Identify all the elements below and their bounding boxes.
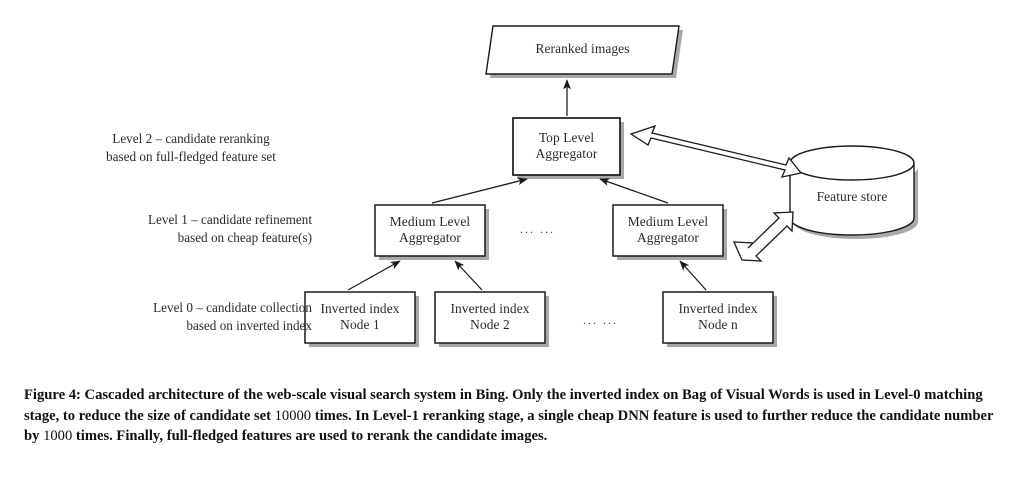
feature-store-outline [789,145,915,236]
arrow-medium-left-to-top [431,177,528,204]
arrow-noden-to-medium-right [679,260,707,291]
level-1-description: Level 1 – candidate refinement based on … [70,211,312,247]
index-node-n-outline [662,291,774,344]
index-row-ellipsis: ... ... [583,313,618,327]
node-outline-layer [304,25,774,344]
feature-store-body [789,162,915,236]
caption-segment-3: times. Finally, full-fledged features ar… [72,428,548,445]
medium-left-outline [374,204,486,257]
level-2-line-1: Level 2 – candidate reranking [112,131,270,146]
diagram-canvas: feature store --> feature store --> Leve… [70,25,918,347]
level-1-line-2: based on cheap feature(s) [177,229,312,245]
index-node-2-outline [434,291,546,344]
index-node-1-outline [304,291,416,344]
level-2-description: Level 2 – candidate reranking based on f… [70,130,312,166]
diagram-svg: feature store --> feature store --> [304,25,918,347]
caption-segment-1: Cascaded architecture of the web-scale v… [24,387,983,424]
arrow-medium-right-to-top [599,178,669,204]
feature-store-link-layer: feature store --> feature store --> [629,124,803,262]
arrow-node1-to-medium-left [347,260,401,291]
arrow-node2-to-medium-left [454,260,483,291]
level-2-line-2: based on full-fledged feature set [106,148,276,164]
caption-segment-2: times. In Level-1 reranking stage, a sin… [24,407,994,445]
level-0-line-1: Level 0 – candidate collection [153,300,312,315]
level-1-line-1: Level 1 – candidate refinement [147,212,312,227]
caption-prefix: Figure 4: [24,387,81,403]
caption-number-1000: 1000 [43,428,73,445]
aggregator-row-ellipsis: ... ... [520,222,555,236]
top-aggregator-outline [512,117,621,176]
double-arrow-top-to-store [629,124,803,178]
feature-store-top-ellipse [789,145,915,181]
medium-right-outline [612,204,724,257]
output-shape-outline [485,25,680,75]
caption-number-10000: 10000 [274,407,312,424]
figure-caption: Figure 4: Cascaded architecture of the w… [24,385,1002,447]
connector-layer [347,79,707,291]
level-0-description: Level 0 – candidate collection based on … [70,299,312,335]
double-arrow-medium-to-store [732,211,794,262]
level-0-line-2: based on inverted index [186,317,312,333]
